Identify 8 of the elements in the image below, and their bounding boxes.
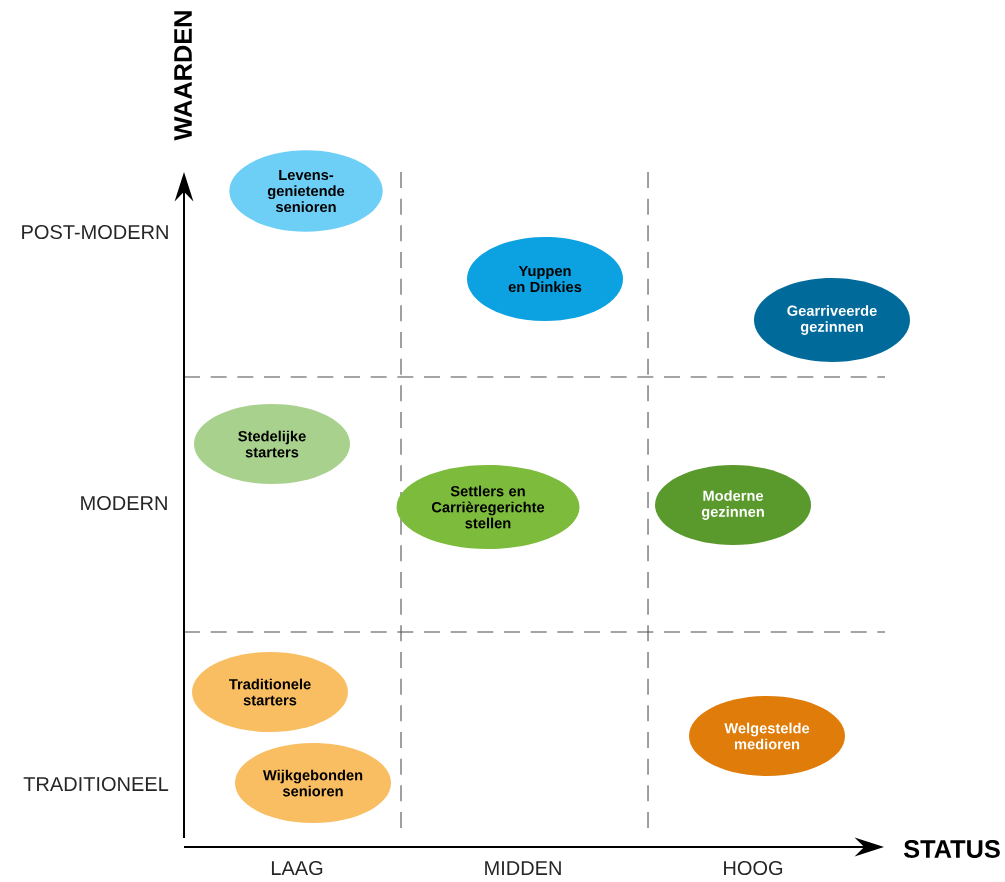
row-label: POST-MODERN bbox=[22, 224, 168, 240]
column-label: LAAG bbox=[271, 860, 323, 876]
column-label: HOOG bbox=[724, 860, 783, 876]
row-label: TRADITIONEEL bbox=[23, 776, 169, 792]
row-label: MODERN bbox=[81, 495, 167, 511]
column-label: MIDDEN bbox=[485, 861, 561, 875]
axis-title: STATUS bbox=[903, 840, 1000, 858]
axis-title: WAARDEN bbox=[174, 11, 192, 141]
